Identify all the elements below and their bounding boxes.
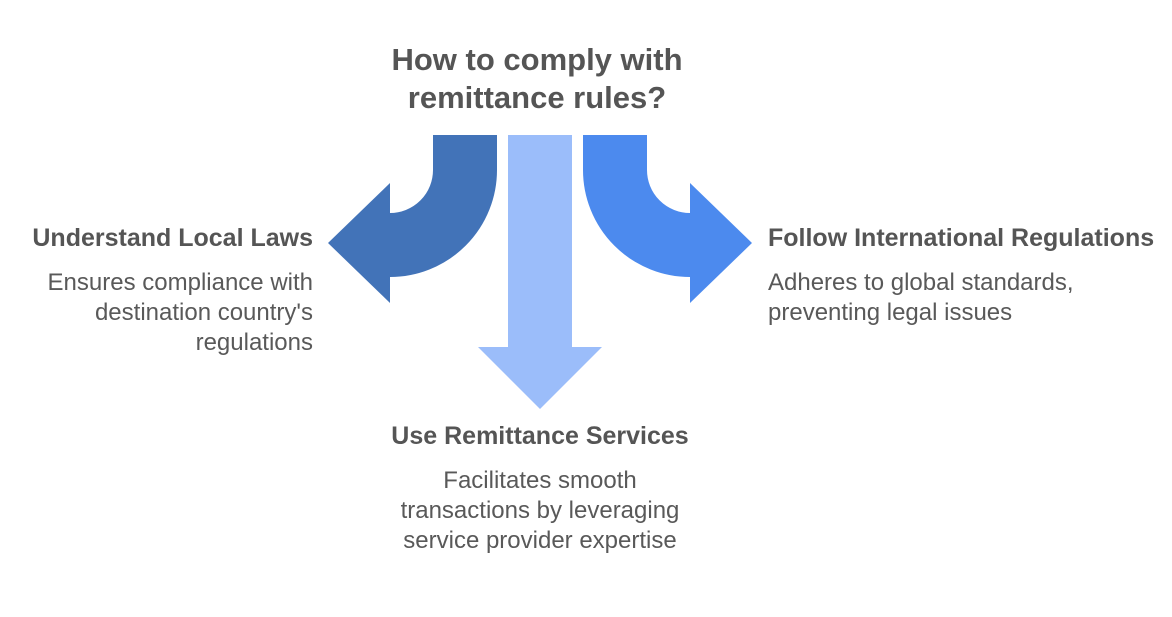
- arrow-down-right-head: [690, 183, 752, 303]
- arrow-down-left-shaft: [388, 135, 497, 277]
- arrow-down-right-icon: [583, 135, 752, 303]
- arrow-down-left-icon: [328, 135, 497, 303]
- arrow-down-shape: [478, 135, 602, 409]
- diagram-title: How to comply with remittance rules?: [391, 42, 683, 115]
- arrow-down-icon: [478, 135, 602, 409]
- branch-follow-international-regulations: Follow International Regulations Adheres…: [768, 222, 1168, 328]
- arrow-down-left-head: [328, 183, 390, 303]
- branch-description: Facilitates smooth transactions by lever…: [400, 467, 680, 554]
- branch-heading: Understand Local Laws: [32, 224, 313, 252]
- branch-heading: Follow International Regulations: [768, 224, 1155, 252]
- branch-heading: Use Remittance Services: [391, 422, 689, 450]
- branch-description: Ensures compliance with destination coun…: [47, 269, 313, 356]
- branch-understand-local-laws: Understand Local Laws Ensures compliance…: [23, 222, 313, 358]
- arrow-down-right-shaft: [583, 135, 692, 277]
- branch-use-remittance-services: Use Remittance Services Facilitates smoo…: [385, 420, 695, 556]
- branch-description: Adheres to global standards, preventing …: [768, 269, 1074, 326]
